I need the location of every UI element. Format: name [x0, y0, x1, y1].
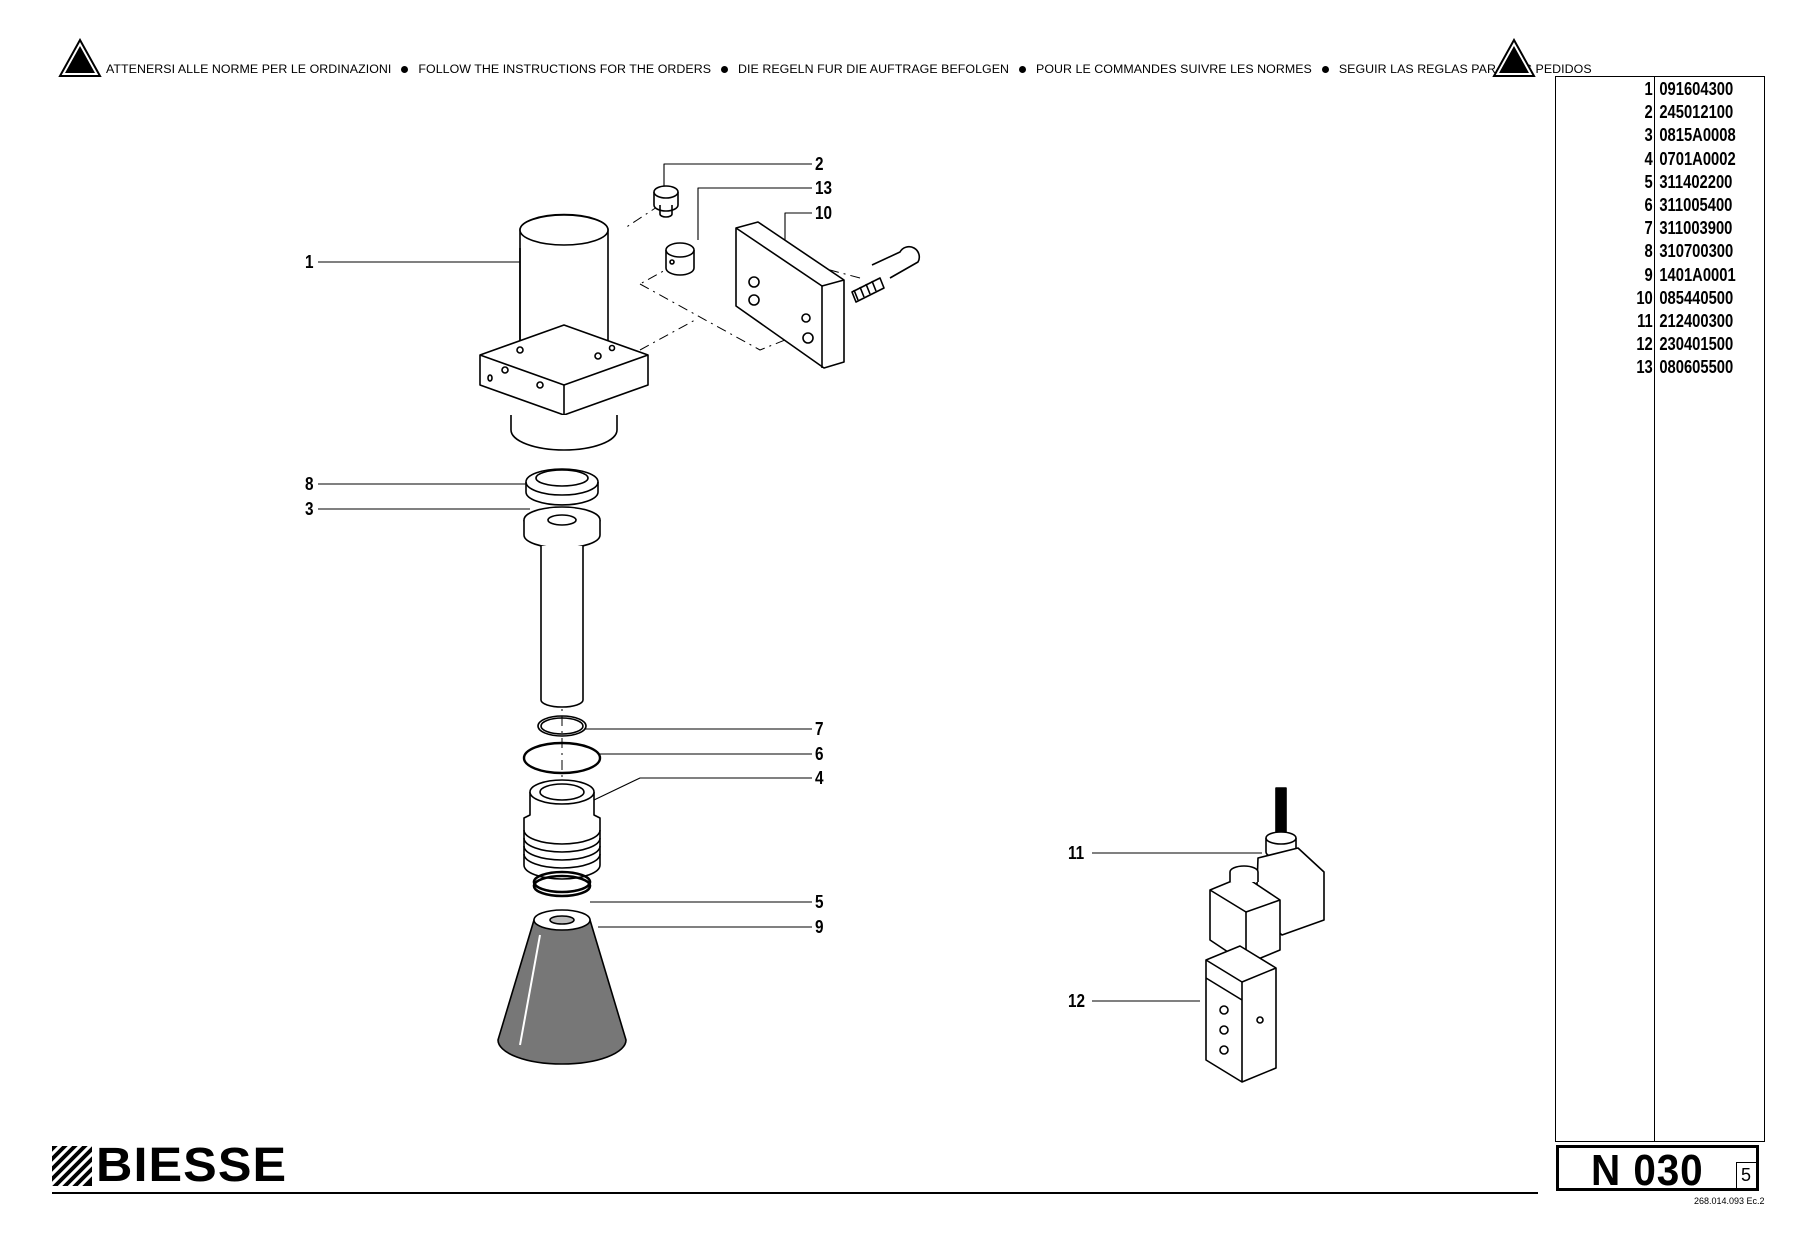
callout-7: 7 — [815, 719, 824, 739]
part-number: 6 — [1644, 195, 1653, 215]
table-row: 13 080605500 — [1556, 357, 1733, 380]
table-row: 1 091604300 — [1556, 79, 1734, 102]
part-code: 311003900 — [1659, 218, 1733, 239]
callout-3: 3 — [305, 499, 314, 519]
part-11-solenoid-coil — [1209, 787, 1325, 965]
part-number: 1 — [1644, 79, 1653, 99]
part-10-plate — [735, 221, 845, 369]
callout-10: 10 — [815, 203, 833, 223]
banner-item-it: ATTENERSI ALLE NORME PER LE ORDINAZIONI — [106, 62, 392, 76]
callout-5: 5 — [815, 892, 824, 912]
part-number: 5 — [1644, 171, 1653, 192]
warning-triangle-icon — [1492, 38, 1536, 77]
part-number: 10 — [1636, 287, 1653, 308]
part-number: 4 — [1644, 148, 1653, 169]
part-number: 2 — [1644, 102, 1653, 123]
table-row: 4 0701A0002 — [1556, 148, 1736, 172]
part-code: 245012100 — [1659, 102, 1734, 123]
part-number: 7 — [1644, 218, 1653, 239]
part-code: 311005400 — [1659, 195, 1733, 215]
part-5-ring — [532, 870, 592, 898]
part-1-motor-unit — [479, 213, 649, 451]
callout-11: 11 — [1068, 843, 1085, 863]
part-code: 311402200 — [1659, 171, 1733, 192]
part-4-threaded-nut — [523, 779, 601, 880]
table-row: 11 212400300 — [1556, 311, 1733, 334]
part-code: 310700300 — [1659, 241, 1734, 262]
part-3-bushing-tube — [523, 506, 601, 708]
callout-1: 1 — [305, 252, 314, 272]
logo-wordmark: BIESSE — [96, 1139, 288, 1192]
bullet-icon — [1019, 65, 1027, 73]
callout-9: 9 — [815, 917, 824, 937]
callout-8: 8 — [305, 474, 314, 494]
table-row: 10 085440500 — [1556, 287, 1733, 311]
bullet-icon — [721, 65, 729, 73]
page-number-box: 5 — [1736, 1162, 1759, 1191]
part-code: 230401500 — [1659, 334, 1734, 355]
part-12-valve-body — [1205, 945, 1277, 1083]
exploded-assembly-drawing — [318, 163, 1325, 1083]
banner-item-en: FOLLOW THE INSTRUCTIONS FOR THE ORDERS — [418, 62, 712, 76]
part-7-oring — [537, 715, 587, 737]
callout-13: 13 — [815, 178, 833, 198]
table-row: 3 0815A0008 — [1556, 125, 1736, 148]
callout-12: 12 — [1068, 991, 1086, 1011]
part-number: 9 — [1644, 264, 1653, 285]
footer-rule — [52, 1192, 1538, 1194]
part-number: 13 — [1636, 357, 1653, 378]
page-number: 5 — [1741, 1165, 1752, 1185]
table-row: 7 311003900 — [1556, 218, 1733, 241]
part-number: 8 — [1644, 241, 1653, 262]
biesse-logo-mark-icon — [52, 1146, 92, 1186]
part-code: 085440500 — [1659, 287, 1734, 308]
part-9-silencer — [497, 909, 627, 1065]
table-column-divider — [1654, 77, 1656, 1141]
part-2-plug — [653, 185, 679, 218]
callout-2: 2 — [815, 154, 824, 174]
part-code: 0701A0002 — [1659, 148, 1736, 169]
part-number: 11 — [1637, 311, 1653, 331]
part-code: 1401A0001 — [1659, 264, 1736, 285]
callout-6: 6 — [815, 744, 824, 764]
part-code: 0815A0008 — [1659, 125, 1736, 146]
part-code: 091604300 — [1659, 79, 1734, 99]
part-number: 12 — [1636, 334, 1653, 355]
table-row: 12 230401500 — [1556, 334, 1733, 357]
ordering-instructions-banner: ATTENERSI ALLE NORME PER LE ORDINAZIONI F… — [58, 38, 1592, 82]
part-code: 080605500 — [1659, 357, 1734, 378]
table-row: 2 245012100 — [1556, 102, 1734, 125]
part-13-spacer — [665, 242, 695, 276]
table-row: 8 310700300 — [1556, 241, 1734, 264]
part-number: 3 — [1644, 125, 1653, 146]
screw — [851, 245, 921, 303]
warning-triangle-icon — [58, 38, 102, 77]
table-code-box: N 030 5 — [1556, 1145, 1759, 1195]
table-row: 6 311005400 — [1556, 195, 1733, 218]
table-row: 9 1401A0001 — [1556, 264, 1736, 288]
part-8-seal — [525, 468, 599, 506]
banner-item-de: DIE REGELN FUR DIE AUFTRAGE BEFOLGEN — [738, 62, 1010, 76]
part-6-oring — [522, 741, 602, 775]
biesse-logo: BIESSE — [52, 1139, 292, 1192]
parts-list-table: 1 091604300 2 245012100 3 0815A0008 4 0701A0002… — [1555, 76, 1765, 1142]
callout-4: 4 — [815, 768, 824, 788]
bullet-icon — [401, 65, 409, 73]
table-row: 5 311402200 — [1556, 171, 1733, 195]
table-code: N 030 — [1591, 1146, 1704, 1195]
document-reference: 268.014.093 Ec.2 — [1694, 1196, 1765, 1206]
bullet-icon — [1321, 65, 1329, 73]
banner-item-fr: POUR LE COMMANDES SUIVRE LES NORMES — [1036, 62, 1312, 76]
part-code: 212400300 — [1659, 311, 1734, 331]
